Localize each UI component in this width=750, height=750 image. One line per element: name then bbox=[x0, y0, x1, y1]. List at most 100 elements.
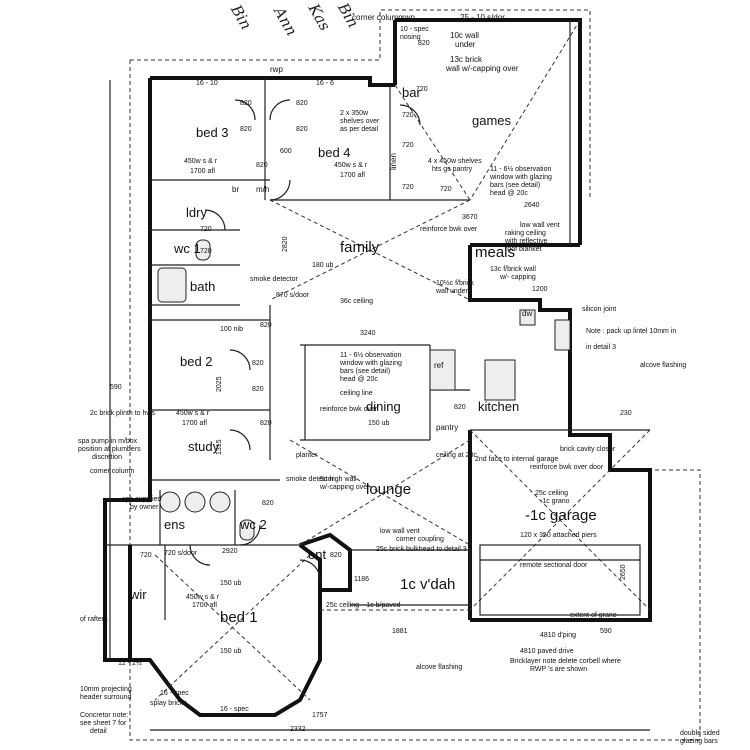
note-ceiling: ceiling at 28c bbox=[436, 452, 477, 459]
note-dim: 180 ub bbox=[312, 262, 334, 269]
note-planter: planter bbox=[296, 452, 318, 459]
note-wall: 5c high wall bbox=[320, 476, 357, 483]
note-dim: 590 bbox=[110, 384, 122, 391]
note-glazing: double sided bbox=[680, 730, 720, 737]
room-label-ldry: ldry bbox=[186, 205, 207, 220]
note-dim: 2650 bbox=[620, 564, 627, 580]
note-ceiling: 36c ceiling bbox=[340, 298, 374, 305]
note-garage: 2nd face to internal garage bbox=[475, 456, 559, 463]
note-lintel: Note : pack up lintel 10mm in bbox=[586, 328, 677, 335]
door-dim-label: 820 bbox=[296, 100, 308, 107]
note-bulkhead: 25c brick bulkhead to detail 3 bbox=[376, 546, 467, 553]
note-afl: 1700 afl bbox=[340, 172, 365, 179]
note-dim: 820 bbox=[240, 100, 252, 107]
room-label-ens: ens bbox=[164, 517, 185, 532]
room-label-wir: wir bbox=[130, 587, 147, 602]
room-label-garage: -1c garage bbox=[525, 507, 597, 524]
note-window: 11 - 6½ observation bbox=[490, 166, 552, 173]
note-nosing: nosing bbox=[400, 34, 421, 41]
note-dim: 2640 bbox=[524, 202, 540, 209]
note-dim: 1757 bbox=[312, 712, 328, 719]
note-flashing: alcove flashing bbox=[416, 664, 463, 671]
room-label-linen: linen bbox=[389, 153, 398, 170]
note-ceiling: 25c ceiling bbox=[535, 490, 569, 497]
note-dim: 2920 bbox=[222, 548, 238, 555]
note-afl: 1700 afl bbox=[190, 168, 215, 175]
note-closer: brick cavity closer bbox=[560, 446, 616, 453]
note-concretor: Concretor note: bbox=[80, 712, 129, 719]
note-afl: 1700 afl bbox=[182, 420, 207, 427]
note-reinforce: reinforce bwk over bbox=[320, 406, 378, 413]
room-label-family: family bbox=[340, 239, 380, 256]
door-dim-label: 820 bbox=[454, 404, 466, 411]
note-bricks: splay bricks bbox=[150, 700, 187, 707]
note-spa: spa supplied bbox=[122, 496, 162, 503]
note-rwp: rwp bbox=[402, 13, 415, 22]
note-paved: -1c b/paved bbox=[364, 602, 401, 609]
note-dim: 720 bbox=[402, 112, 414, 119]
note-ceiling: roof blanket bbox=[505, 246, 542, 253]
note-dim: 150 ub bbox=[220, 648, 242, 655]
note-dim: 100 nib bbox=[220, 326, 243, 333]
note-vent: low wall vent bbox=[520, 222, 560, 229]
note-reinforce: reinforce bwk over bbox=[420, 226, 478, 233]
note-wall: 13c f/brick wall bbox=[490, 266, 536, 273]
note-door: remote sectional door bbox=[520, 562, 588, 569]
note-dim: 3240 bbox=[360, 330, 376, 337]
note-shelves: as per detail bbox=[340, 126, 379, 133]
note-header: header surround bbox=[80, 694, 132, 701]
room-label-mh: m/h bbox=[256, 185, 270, 194]
note-rwp: rwp bbox=[270, 65, 283, 74]
note-dim: 1186 bbox=[354, 576, 370, 583]
note-window: bars (see detail) bbox=[340, 368, 391, 375]
room-label-dw: dw bbox=[522, 309, 533, 318]
room-label-ent: ent bbox=[308, 547, 327, 562]
door-dim-label: 720 bbox=[200, 248, 212, 255]
door-dim-label: 820 bbox=[296, 126, 308, 133]
room-label-bed1: bed 1 bbox=[220, 609, 258, 626]
note-capping: wall w/-capping over bbox=[446, 64, 519, 73]
note-header: 10mm projecting bbox=[80, 686, 132, 693]
note-plinth: 2c brick plinth to hws bbox=[90, 410, 155, 417]
note-wall: 10c wall bbox=[450, 31, 479, 40]
door-dim-label: 720 bbox=[440, 186, 452, 193]
note-window: head @ 20c bbox=[340, 376, 378, 383]
note-dim: 2332 bbox=[290, 726, 306, 733]
note-spec: 10 - spec bbox=[400, 26, 429, 33]
note-pantry: hts gs pantry bbox=[432, 166, 473, 173]
note-reinforce: reinforce bwk over door bbox=[530, 464, 604, 471]
room-label-br: br bbox=[232, 185, 240, 194]
note-drive: 4810 paved drive bbox=[520, 648, 574, 655]
note-column: corner column bbox=[90, 468, 135, 475]
note-ceiling: ceiling line bbox=[340, 390, 373, 397]
door-dim-label: 820 bbox=[252, 386, 264, 393]
room-label-bar: bar bbox=[402, 85, 421, 100]
note-coupling: corner coupling bbox=[396, 536, 444, 543]
note-nosing: 16 - spec bbox=[160, 690, 189, 697]
room-label-study: study bbox=[188, 439, 220, 454]
door-dim-label: 820 bbox=[260, 420, 272, 427]
room-label-bed3: bed 3 bbox=[196, 125, 229, 140]
note-shelves: shelves over bbox=[340, 118, 380, 125]
note-window: bars (see detail) bbox=[490, 182, 541, 189]
note-lintel: in detail 3 bbox=[586, 344, 616, 351]
note-window: window with glazing bbox=[340, 360, 402, 367]
room-label-pantry: pantry bbox=[436, 423, 459, 432]
door-dim-label: 820 bbox=[260, 322, 272, 329]
note-window: window with glazing bbox=[490, 174, 552, 181]
note-dim: 150 ub bbox=[368, 420, 390, 427]
door-dim-label: 820 bbox=[330, 552, 342, 559]
door-dim-label: 820 bbox=[256, 162, 268, 169]
note-concretor: detail bbox=[90, 728, 107, 735]
note-ceiling: 25c ceiling bbox=[326, 602, 360, 609]
note-vent: low wall vent bbox=[380, 528, 420, 535]
note-window: 11 - 6½ observation bbox=[340, 352, 402, 359]
note-pump: discretion bbox=[92, 454, 122, 461]
note-dim: 1881 bbox=[392, 628, 408, 635]
note-ceiling: with reflective bbox=[505, 238, 548, 245]
room-label-kitchen: kitchen bbox=[478, 399, 520, 414]
note-wall: under bbox=[455, 40, 476, 49]
note-spec: 25 - 10 s/dor bbox=[460, 13, 505, 22]
note-window: 450w s & r bbox=[176, 410, 210, 417]
